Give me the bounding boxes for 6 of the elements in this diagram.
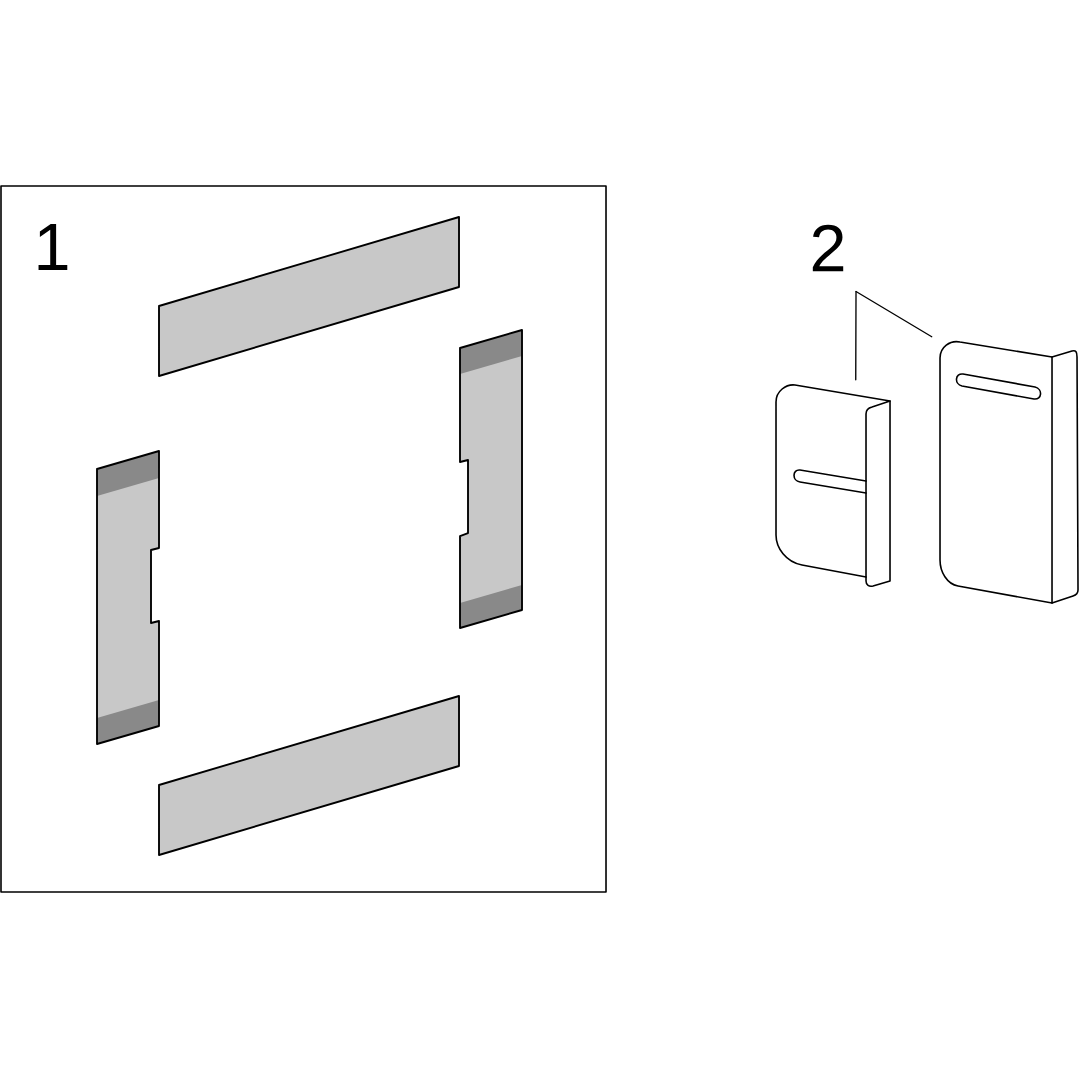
part-number: 2: [812, 224, 844, 272]
clip-drawing: [775, 384, 891, 588]
clip-drawing: [939, 340, 1079, 604]
leader-line: [855, 290, 857, 381]
part-number: 1: [38, 224, 68, 270]
leader-line: [855, 290, 933, 338]
